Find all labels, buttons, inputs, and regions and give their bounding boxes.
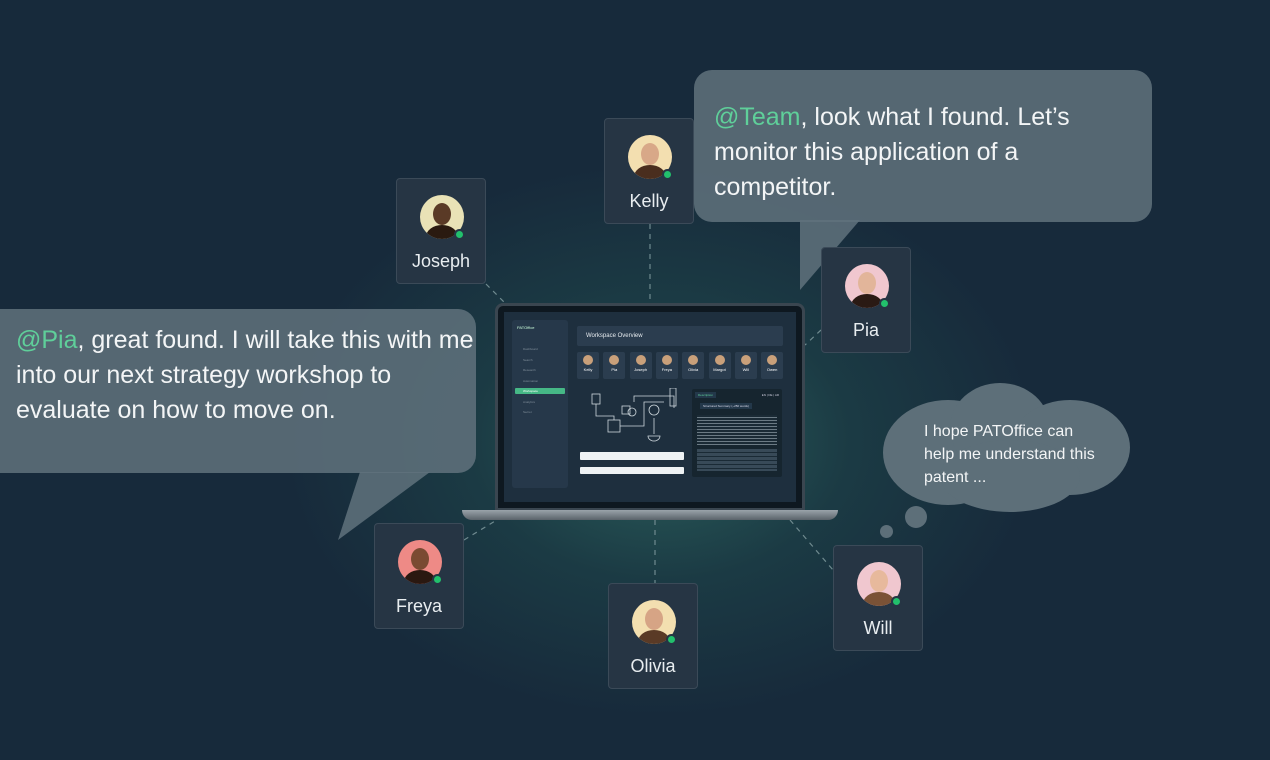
avatar xyxy=(714,355,725,365)
online-status-icon xyxy=(432,574,443,585)
avatar xyxy=(767,355,778,365)
user-name: Kelly xyxy=(629,191,669,211)
chat-bubble-team: @Team, look what I found. Let’s monitor … xyxy=(694,70,1152,222)
online-status-icon xyxy=(454,229,465,240)
laptop-base xyxy=(462,510,838,520)
patent-drawing xyxy=(591,388,677,442)
avatar xyxy=(635,355,646,365)
user-card-freya[interactable]: Freya xyxy=(374,523,464,629)
user-card-will[interactable]: Will xyxy=(833,545,923,651)
app-sidebar: PATOffice Dashboard Search Research Auto… xyxy=(512,320,568,488)
sidebar-item-dashboard[interactable]: Dashboard xyxy=(523,347,538,351)
chat-bubble-pia: @Pia, great found. I will take this with… xyxy=(0,309,476,473)
sidebar-item-workspace[interactable]: Workspace xyxy=(515,388,565,394)
online-status-icon xyxy=(666,634,677,645)
avatar xyxy=(661,355,672,365)
avatar xyxy=(845,264,889,308)
member-card[interactable]: Freya xyxy=(655,352,678,379)
avatar xyxy=(628,135,672,179)
summary-text xyxy=(697,415,777,445)
avatar xyxy=(583,355,593,365)
member-name: Kelly xyxy=(583,367,593,372)
user-card-kelly[interactable]: Kelly xyxy=(604,118,694,224)
app-screen: PATOffice Dashboard Search Research Auto… xyxy=(504,312,796,502)
app-logo: PATOffice xyxy=(517,325,535,330)
message-text: , look what I found. Let’s monitor this … xyxy=(714,103,1070,201)
sidebar-item-research[interactable]: Research xyxy=(523,368,536,372)
online-status-icon xyxy=(879,298,890,309)
user-card-joseph[interactable]: Joseph xyxy=(396,178,486,284)
member-name: Freya xyxy=(661,367,672,372)
tab-description[interactable]: Description xyxy=(695,392,717,398)
member-card[interactable]: Margot xyxy=(708,352,731,379)
mention-pia: @Pia xyxy=(16,326,78,354)
member-name: Pia xyxy=(611,367,618,372)
avatar xyxy=(609,355,620,365)
sidebar-item-analytics[interactable]: Analytics xyxy=(523,400,536,404)
user-card-pia[interactable]: Pia xyxy=(821,247,911,353)
online-status-icon xyxy=(662,169,673,180)
thought-text: I hope PATOffice can help me understand … xyxy=(924,423,1095,486)
laptop: PATOffice Dashboard Search Research Auto… xyxy=(495,303,805,511)
user-name: Pia xyxy=(852,320,879,340)
sidebar-item-search[interactable]: Search xyxy=(523,358,533,362)
member-card[interactable]: Kelly xyxy=(577,352,599,379)
avatar xyxy=(688,355,699,365)
user-card-olivia[interactable]: Olivia xyxy=(608,583,698,689)
member-card[interactable]: Pia xyxy=(603,352,626,379)
avatar xyxy=(420,195,464,239)
member-name: Olivia xyxy=(688,367,699,372)
member-card[interactable]: Olivia xyxy=(682,352,705,379)
page-title: Workspace Overview xyxy=(577,326,783,346)
summary-select[interactable]: Structured Summary (~250 words) xyxy=(700,403,752,409)
user-name: Joseph xyxy=(411,251,471,271)
member-card[interactable]: Joseph xyxy=(629,352,652,379)
sidebar-item-automation[interactable]: Automation xyxy=(523,379,539,383)
member-card[interactable]: Owen xyxy=(761,352,784,379)
member-name: Joseph xyxy=(634,367,648,372)
user-name: Will xyxy=(863,618,893,638)
member-name: Will xyxy=(742,367,750,372)
online-status-icon xyxy=(891,596,902,607)
comment-1 xyxy=(580,452,684,460)
user-name: Olivia xyxy=(630,656,676,676)
user-name: Freya xyxy=(395,596,442,616)
description-panel: Description EN | DE | AR Structured Summ… xyxy=(692,389,782,477)
member-name: Margot xyxy=(713,367,726,372)
avatar xyxy=(740,355,751,365)
avatar xyxy=(632,600,676,644)
summary-skeleton xyxy=(697,449,777,471)
member-card[interactable]: Will xyxy=(734,352,757,379)
sidebar-item-secret[interactable]: Secret xyxy=(523,410,532,414)
language-switch[interactable]: EN | DE | AR xyxy=(761,393,779,397)
mention-team: @Team xyxy=(714,103,801,131)
member-name: Owen xyxy=(766,367,778,372)
message-text: , great found. I will take this with me … xyxy=(16,326,474,424)
comment-2 xyxy=(580,467,684,474)
